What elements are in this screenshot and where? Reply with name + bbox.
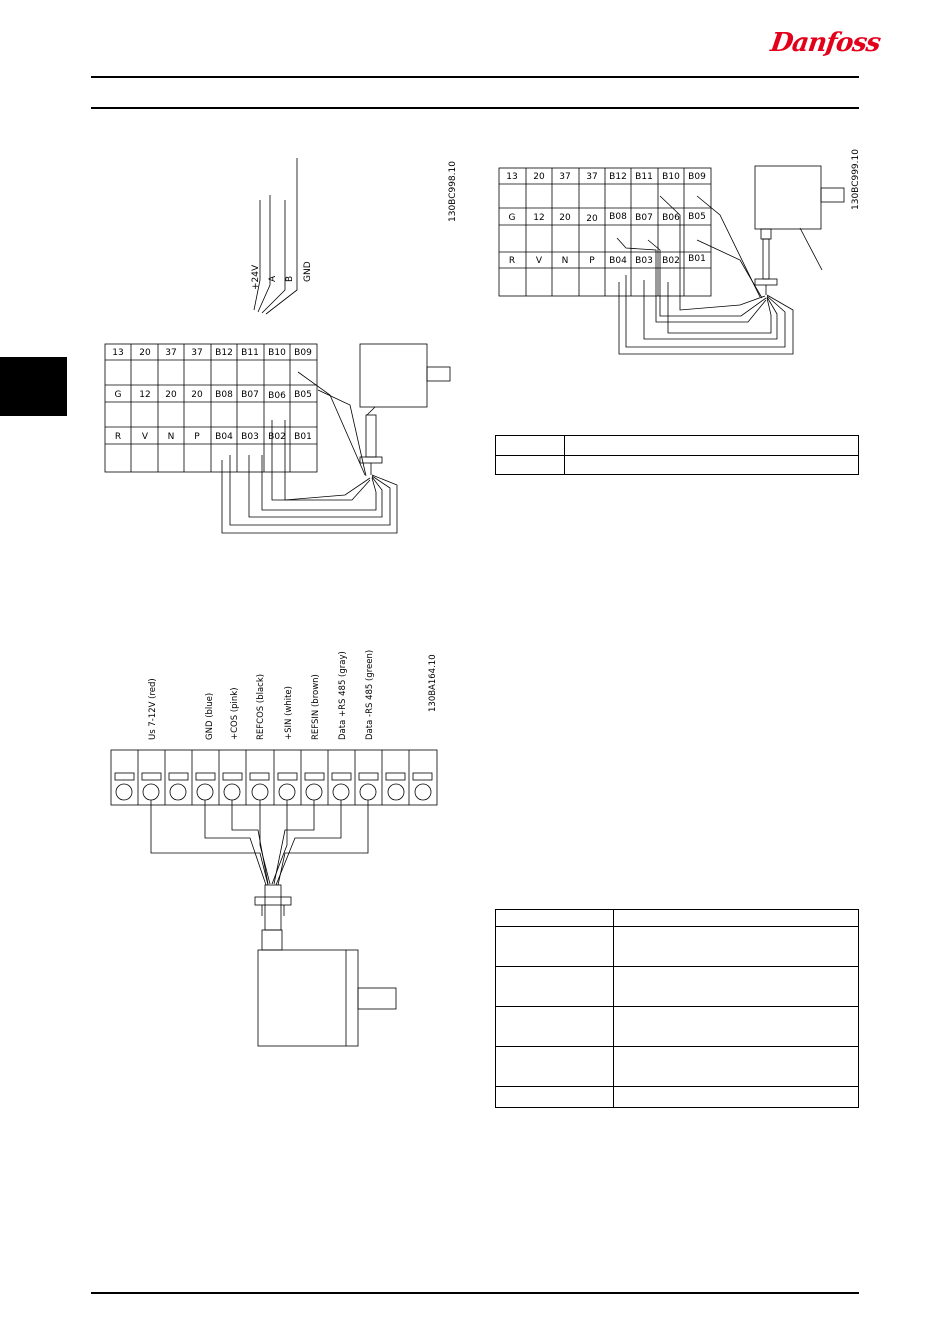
- footer-rule: [91, 1292, 859, 1294]
- terminal-label: 20: [586, 214, 598, 224]
- figure-3-code: 130BA164.10: [428, 654, 438, 712]
- terminal-label: G: [509, 213, 516, 223]
- signal-label-refsin: REFSIN (brown): [311, 674, 321, 740]
- terminal-label: V: [142, 432, 149, 442]
- terminal-label: B08: [609, 212, 627, 222]
- figure-2-code: 130BC999.10: [851, 149, 861, 210]
- terminal-label: G: [115, 390, 122, 400]
- wire-label-gnd: GND: [303, 261, 313, 282]
- terminal-label: B06: [662, 213, 680, 223]
- terminal-label: N: [562, 256, 569, 266]
- terminal-label: 37: [586, 172, 597, 182]
- terminal-label: 37: [191, 348, 202, 358]
- terminal-label: B09: [294, 348, 312, 358]
- terminal-label: R: [509, 256, 515, 266]
- signal-label-us: Us 7-12V (red): [148, 678, 158, 740]
- terminal-label: B12: [215, 348, 233, 358]
- terminal-label: 37: [165, 348, 176, 358]
- terminal-label: B07: [241, 390, 259, 400]
- terminal-label: V: [536, 256, 543, 266]
- terminal-label: P: [194, 432, 200, 442]
- terminal-label: B09: [688, 172, 706, 182]
- signal-label-refcos: REFCOS (black): [256, 674, 266, 740]
- figure-1-code: 130BC998.10: [448, 161, 458, 222]
- terminal-label: N: [168, 432, 175, 442]
- terminal-label: 12: [139, 390, 150, 400]
- terminal-label: R: [115, 432, 121, 442]
- terminal-label: 13: [112, 348, 123, 358]
- table-1: [495, 435, 859, 475]
- terminal-label: B11: [635, 172, 653, 182]
- terminal-label: B04: [609, 256, 627, 266]
- terminal-label: B01: [688, 254, 706, 264]
- terminal-label: B08: [215, 390, 233, 400]
- terminal-label: B02: [268, 432, 286, 442]
- signal-label-sin: +SIN (white): [284, 686, 294, 740]
- terminal-label: B06: [268, 391, 286, 401]
- terminal-label: B11: [241, 348, 259, 358]
- terminal-label: P: [589, 256, 595, 266]
- terminal-label: B02: [662, 256, 680, 266]
- wire-label-b: B: [285, 276, 295, 282]
- wire-label-24v: +24V: [251, 264, 261, 290]
- signal-label-data-plus: Data +RS 485 (gray): [338, 651, 348, 740]
- terminal-label: B04: [215, 432, 233, 442]
- terminal-label: B10: [268, 348, 286, 358]
- chapter-tab: [0, 357, 67, 416]
- terminal-label: B03: [241, 432, 259, 442]
- terminal-label: 20: [559, 213, 571, 223]
- terminal-label: B03: [635, 256, 653, 266]
- terminal-label: 12: [533, 213, 544, 223]
- terminal-label: 20: [139, 348, 151, 358]
- terminal-label: 13: [506, 172, 517, 182]
- terminal-label: B10: [662, 172, 680, 182]
- terminal-label: 20: [533, 172, 545, 182]
- terminal-label: B01: [294, 432, 312, 442]
- signal-label-cos: +COS (pink): [230, 687, 240, 740]
- terminal-label: B05: [294, 390, 312, 400]
- terminal-label: B07: [635, 213, 653, 223]
- terminal-label: 20: [191, 390, 203, 400]
- wire-label-a: A: [268, 275, 278, 282]
- terminal-label: B05: [688, 212, 706, 222]
- header-rule-top: [91, 76, 859, 78]
- signal-label-gnd: GND (blue): [205, 693, 215, 740]
- header-rule-bottom: [91, 107, 859, 109]
- terminal-label: B12: [609, 172, 627, 182]
- terminal-label: 20: [165, 390, 177, 400]
- signal-label-data-minus: Data -RS 485 (green): [365, 650, 375, 740]
- table-2: [495, 909, 859, 1108]
- terminal-label: 37: [559, 172, 570, 182]
